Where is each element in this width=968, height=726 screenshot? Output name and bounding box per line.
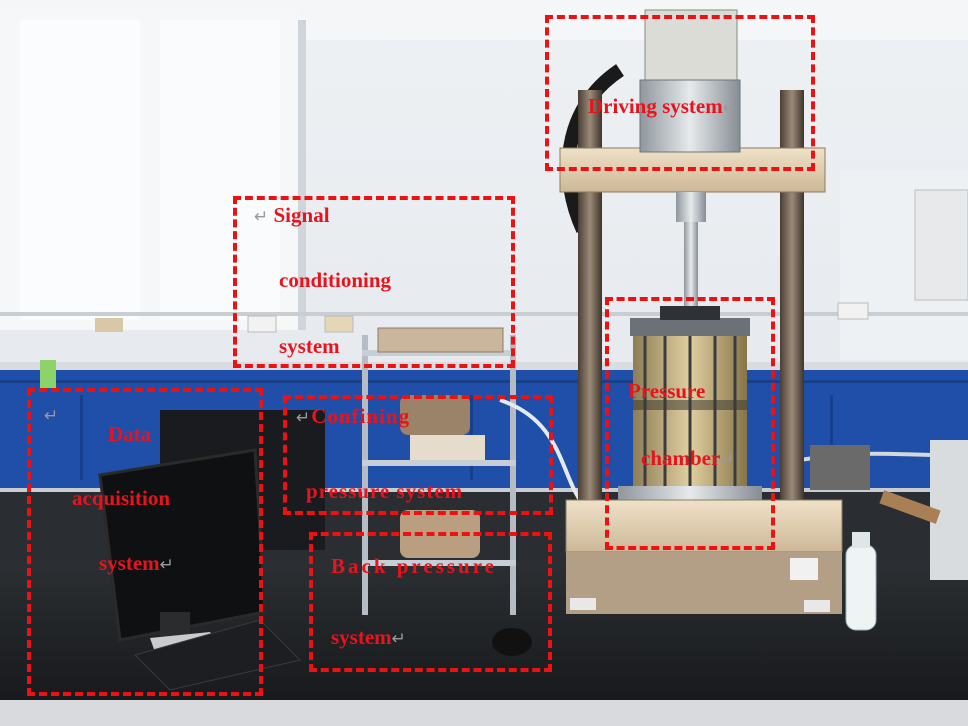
- driving-system-box: [545, 15, 815, 171]
- signal-label-line3: system: [279, 336, 340, 357]
- back-pressure-label-line1: Back pressure: [331, 556, 497, 577]
- return-mark-icon: ↵: [159, 555, 174, 575]
- back-pressure-text-2: system: [331, 625, 392, 649]
- signal-text-1: Signal: [273, 203, 330, 227]
- confining-label-line2: pressure system: [306, 481, 463, 502]
- return-mark-icon: ↵: [720, 450, 735, 470]
- confining-label-line1: ↵Confining: [296, 406, 410, 427]
- driving-system-text: Driving system: [588, 94, 723, 118]
- pressure-chamber-label-line1: Pressure: [628, 381, 705, 402]
- confining-pressure-box: [283, 395, 553, 515]
- signal-label-line1: ↵ Signal: [254, 205, 330, 226]
- data-acquisition-box: [27, 388, 263, 696]
- signal-conditioning-box: [233, 196, 515, 368]
- signal-text-2: conditioning: [279, 268, 392, 292]
- data-text-3: system: [99, 551, 160, 575]
- confining-text-1: Confining: [311, 404, 411, 428]
- data-text-2: acquisition: [72, 486, 171, 510]
- data-label-line1: Data: [108, 424, 151, 445]
- return-mark-icon: ↵: [44, 406, 59, 426]
- pressure-chamber-text-2: chamber: [641, 446, 721, 470]
- return-mark-icon: ↵: [296, 408, 312, 428]
- back-pressure-label-line2: system↵: [331, 627, 406, 648]
- confining-text-2: pressure system: [306, 479, 464, 503]
- pressure-chamber-label-line2: chamber↵: [641, 448, 735, 469]
- return-mark-icon: ↵: [254, 207, 269, 227]
- back-pressure-text-1: Back pressure: [331, 554, 497, 578]
- data-label-line3: system↵: [99, 553, 174, 574]
- return-mark-icon: ↵: [391, 629, 406, 649]
- back-pressure-box: [309, 532, 552, 672]
- signal-label-line2: conditioning: [279, 270, 391, 291]
- pressure-chamber-text-1: Pressure: [628, 379, 706, 403]
- signal-text-3: system: [279, 334, 340, 358]
- return-mark-icon: ↵: [722, 98, 737, 118]
- data-label-line2: acquisition: [72, 488, 170, 509]
- driving-system-label: Driving system↵: [588, 96, 737, 117]
- pressure-chamber-box: [605, 297, 775, 550]
- data-text-1: Data: [108, 422, 152, 446]
